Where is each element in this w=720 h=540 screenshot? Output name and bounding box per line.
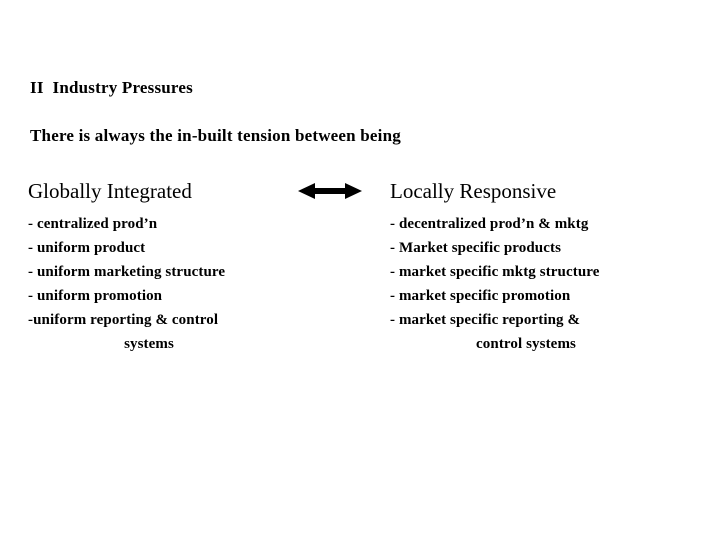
left-column-heading: Globally Integrated [28,179,192,203]
list-item: - uniform promotion [28,288,163,304]
list-item: - centralized prod’n [28,216,158,232]
list-item: - market specific reporting & [390,312,581,328]
list-item: - Market specific products [390,240,562,256]
left-bullet-list: - centralized prod’n - uniform product -… [28,212,328,332]
right-column-heading: Locally Responsive [390,179,557,203]
list-item: - market specific mktg structure [390,264,600,280]
double-headed-arrow-icon [298,181,362,201]
page-title: II Industry Pressures [30,78,193,97]
list-item: - uniform product [28,240,146,256]
slide-subtitle: There is always the in-built tension bet… [30,126,401,145]
list-item: - uniform marketing structure [28,264,226,280]
list-item: - decentralized prod’n & mktg [390,216,589,232]
left-column: Globally Integrated - centralized prod’n… [28,178,328,356]
list-item: - market specific promotion [390,288,571,304]
right-column: Locally Responsive - decentralized prod’… [390,178,690,356]
list-item: -uniform reporting & control [28,312,219,328]
left-bullet-continuation: systems [124,336,174,352]
right-bullet-continuation: control systems [476,336,576,352]
right-bullet-list: - decentralized prod’n & mktg - Market s… [390,212,690,332]
